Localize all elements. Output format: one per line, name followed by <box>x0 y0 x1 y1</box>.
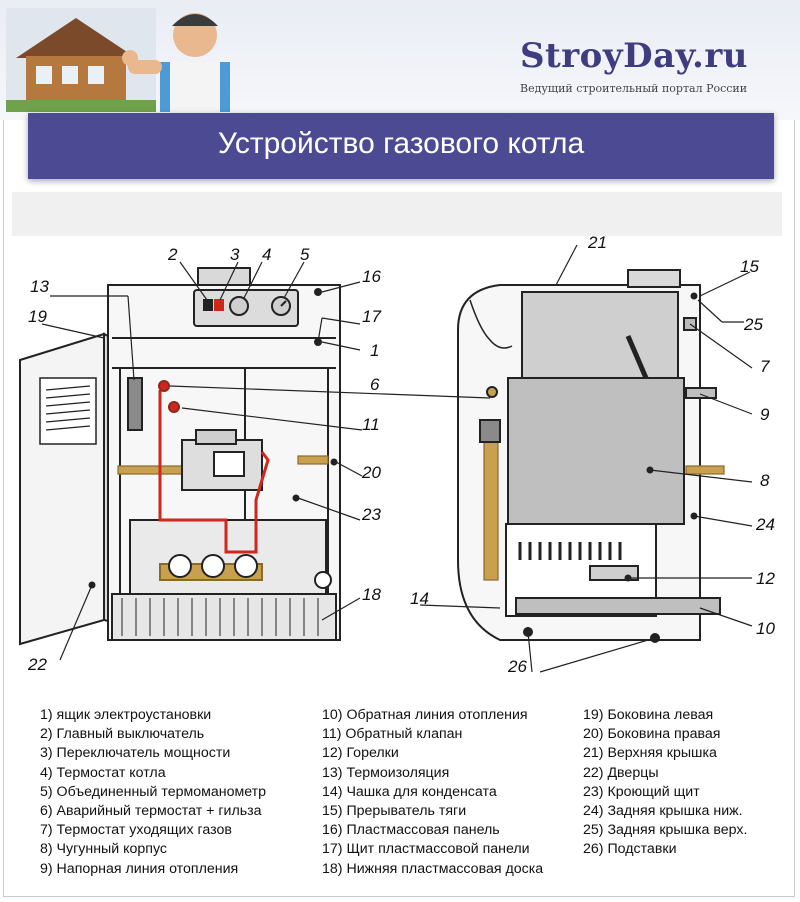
legend-item: 6) Аварийный термостат + гильза <box>40 802 262 819</box>
legend-item: 24) Задняя крышка ниж. <box>583 802 743 819</box>
callout-9: 9 <box>760 405 770 424</box>
legend-column-2: 10) Обратная линия отопления 11) Обратны… <box>322 706 543 879</box>
legend-column-3: 19) Боковина левая 20) Боковина правая 2… <box>583 706 747 860</box>
callout-14: 14 <box>410 589 429 608</box>
legend-item: 17) Щит пластмассовой панели <box>322 841 530 858</box>
callout-7: 7 <box>760 357 770 376</box>
legend-item: 7) Термостат уходящих газов <box>40 822 232 839</box>
legend-item: 22) Дверцы <box>583 764 659 781</box>
legend-item: 26) Подставки <box>583 841 677 858</box>
legend-item: 13) Термоизоляция <box>322 764 450 781</box>
site-logo[interactable]: StroyDay.ru <box>520 36 748 76</box>
callout-1: 1 <box>370 341 379 360</box>
legend-item: 12) Горелки <box>322 745 399 762</box>
callout-6: 6 <box>370 375 380 394</box>
front-view <box>19 267 341 646</box>
legend-item: 11) Обратный клапан <box>322 726 463 743</box>
legend-item: 20) Боковина правая <box>583 726 721 743</box>
boiler-diagram: 1 2 3 4 5 6 7 8 9 10 11 12 13 14 15 16 1… <box>19 233 775 676</box>
legend-item: 15) Прерыватель тяги <box>322 802 467 819</box>
legend-item: 25) Задняя крышка верх. <box>583 822 748 839</box>
callout-2: 2 <box>167 245 178 264</box>
callout-16: 16 <box>362 267 381 286</box>
legend-item: 10) Обратная линия отопления <box>322 707 528 723</box>
site-tagline: Ведущий строительный портал России <box>520 82 748 95</box>
legend-item: 3) Переключатель мощности <box>40 745 231 762</box>
callout-17: 17 <box>362 307 381 326</box>
callout-24: 24 <box>755 515 775 534</box>
callout-12: 12 <box>756 569 775 588</box>
callout-8: 8 <box>760 471 770 490</box>
legend-item: 14) Чашка для конденсата <box>322 783 497 800</box>
callout-26: 26 <box>507 657 527 676</box>
legend-item: 5) Объединенный термоманометр <box>40 783 267 800</box>
brand-name: StroyDay <box>520 36 692 76</box>
callout-23: 23 <box>361 505 381 524</box>
callout-20: 20 <box>361 463 381 482</box>
callout-22: 22 <box>27 655 47 674</box>
callout-21: 21 <box>587 233 607 252</box>
callout-25: 25 <box>743 315 763 334</box>
callout-15: 15 <box>740 257 759 276</box>
callout-5: 5 <box>300 245 310 264</box>
title-banner: Устройство газового котла <box>28 113 774 179</box>
legend-item: 4) Термостат котла <box>40 764 166 781</box>
callout-numbers: 1 2 3 4 5 6 7 8 9 10 11 12 13 14 15 16 1… <box>27 233 775 676</box>
leader-lines <box>41 244 753 673</box>
side-view <box>457 269 725 643</box>
legend-item: 8) Чугунный корпус <box>40 841 167 858</box>
callout-13: 13 <box>30 277 49 296</box>
callout-4: 4 <box>262 245 271 264</box>
legend-item: 16) Пластмассовая панель <box>322 822 500 839</box>
brand-domain: .ru <box>691 36 748 76</box>
callout-18: 18 <box>362 585 381 604</box>
legend-item: 2) Главный выключатель <box>40 726 205 743</box>
callout-19: 19 <box>28 307 47 326</box>
legend-item: 18) Нижняя пластмассовая доска <box>322 860 544 877</box>
legend-item: 19) Боковина левая <box>583 707 714 723</box>
page-title: Устройство газового котла <box>217 127 585 160</box>
legend-column-1: 1) ящик электроустановки 2) Главный выкл… <box>40 706 266 879</box>
site-header: StroyDay.ru Ведущий строительный портал … <box>0 0 800 120</box>
legend-item: 9) Напорная линия отопления <box>40 860 239 877</box>
legend-item: 1) ящик электроустановки <box>40 707 212 723</box>
callout-3: 3 <box>230 245 240 264</box>
callout-10: 10 <box>756 619 775 638</box>
diagram-top-band <box>12 192 782 236</box>
worker-illustration <box>122 13 230 112</box>
callout-11: 11 <box>362 415 380 434</box>
legend-item: 23) Кроющий щит <box>583 783 700 800</box>
legend-item: 21) Верхняя крышка <box>583 745 717 762</box>
